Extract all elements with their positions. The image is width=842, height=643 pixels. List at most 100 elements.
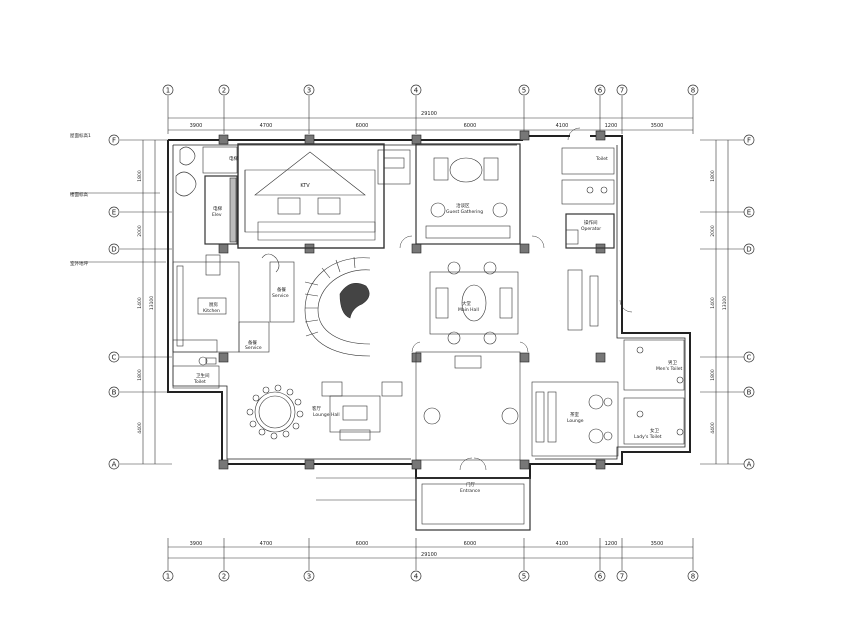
top-axis-labels: 1 2 3 4 5 6 7 8 <box>166 87 695 95</box>
guest-gathering <box>415 143 521 245</box>
axis-label-bottom-4: 4 <box>414 573 419 581</box>
room-label-elevator: 电梯 <box>229 155 238 162</box>
axis-label-top-1: 1 <box>166 87 170 95</box>
dim-bottom-5: 4100 <box>556 541 569 547</box>
door-swings <box>399 127 633 471</box>
room-label-mens-cn: 男卫 <box>668 360 677 366</box>
room-label-elev-cn: 电梯 <box>213 205 222 212</box>
right-lower-rooms <box>531 339 685 457</box>
dim-right-3: 1400 <box>710 297 716 309</box>
top-axis-grid <box>167 96 694 134</box>
main-hall <box>429 261 599 345</box>
bottom-axis-labels: 1 2 3 4 5 6 7 8 <box>166 573 695 581</box>
room-label-operator-en: Operator <box>581 226 601 232</box>
dim-left-total: 13100 <box>149 296 155 310</box>
right-axis-grid <box>700 139 744 465</box>
dim-right-4: 1800 <box>710 369 716 381</box>
dim-left-4: 1800 <box>137 369 143 381</box>
room-label-lounge-en: Lounge Hall <box>313 412 340 418</box>
axis-label-bottom-7: 7 <box>620 573 624 581</box>
dim-top-7: 3500 <box>651 123 664 129</box>
dim-bottom-3: 6000 <box>356 541 369 547</box>
inner-wall-outline <box>172 144 686 460</box>
axis-label-left-F: F <box>112 137 116 145</box>
room-label-mens-en: Men's Toilet <box>656 366 683 372</box>
left-axis-bubbles <box>108 134 120 470</box>
room-label-service-en: Service <box>272 293 289 299</box>
room-label-guest-cn: 洽谈区 <box>456 202 470 209</box>
right-axis-labels: F E D C B A <box>746 137 751 469</box>
axis-label-left-B: B <box>112 389 117 397</box>
axis-label-top-8: 8 <box>691 87 695 95</box>
axis-label-left-D: D <box>111 246 116 254</box>
room-label-elev-en: Elev <box>212 212 222 218</box>
room-label-service2-en: Service <box>245 345 262 351</box>
room-label-entrance-cn: 门厅 <box>466 481 475 488</box>
axis-label-top-7: 7 <box>620 87 624 95</box>
axis-label-top-3: 3 <box>307 87 311 95</box>
left-side-notes: 屋面标高1 楼面标高 室外地坪 <box>70 132 91 267</box>
room-label-entrance-en: Entrance <box>460 488 480 494</box>
dim-top-4: 6000 <box>464 123 477 129</box>
dim-bottom-1: 3900 <box>190 541 203 547</box>
room-label-kitchen-en: Kitchen <box>203 308 220 314</box>
axis-label-left-A: A <box>112 461 117 469</box>
dim-left-3: 1400 <box>137 297 143 309</box>
axis-label-right-E: E <box>747 209 751 217</box>
kitchen <box>172 261 240 353</box>
dim-right-1: 1800 <box>710 170 716 182</box>
left-axis-grid <box>70 139 172 465</box>
room-label-operator-cn: 操作间 <box>584 219 598 226</box>
room-label-toilet-top: Toilet <box>595 156 608 162</box>
room-label-lounge-cn: 客厅 <box>312 405 321 412</box>
right-dimension-text: 1800 2000 1400 1800 4400 13100 <box>710 170 728 434</box>
dim-left-5: 4400 <box>137 422 143 434</box>
dim-left-1: 1800 <box>137 170 143 182</box>
left-axis-labels: F E D C B A <box>111 137 116 469</box>
side-note-1: 屋面标高1 <box>70 132 91 139</box>
left-service-cores <box>175 146 238 276</box>
room-label-ladies-cn: 女卫 <box>650 427 659 434</box>
dim-top-total: 29100 <box>421 111 437 117</box>
axis-label-right-B: B <box>747 389 752 397</box>
axis-label-right-F: F <box>747 137 751 145</box>
dim-bottom-total: 29100 <box>421 552 437 558</box>
axis-label-bottom-1: 1 <box>166 573 170 581</box>
right-upper-rooms <box>561 147 615 249</box>
room-label-toilet-cn: 卫生间 <box>196 372 210 379</box>
room-label-toilet-en: Toilet <box>193 379 206 385</box>
axis-label-top-5: 5 <box>522 87 526 95</box>
lounge-hall <box>246 381 403 441</box>
right-axis-bubbles <box>743 134 755 470</box>
dim-bottom-7: 3500 <box>651 541 664 547</box>
left-dimension-text: 1800 2000 1400 1800 4400 13100 <box>137 170 155 434</box>
bottom-dimension-text: 3900 4700 6000 6000 4100 1200 3500 29100 <box>190 541 664 558</box>
axis-label-bottom-8: 8 <box>691 573 695 581</box>
axis-label-right-C: C <box>747 354 752 362</box>
axis-label-right-D: D <box>746 246 751 254</box>
axis-label-left-C: C <box>112 354 117 362</box>
dim-bottom-2: 4700 <box>260 541 273 547</box>
dim-right-5: 4400 <box>710 422 716 434</box>
axis-label-right-A: A <box>747 461 752 469</box>
axis-label-bottom-3: 3 <box>307 573 311 581</box>
exterior-walls <box>167 135 691 479</box>
room-label-lounge2-cn: 茶室 <box>570 411 579 418</box>
ktv-room <box>237 143 411 249</box>
room-label-kitchen-cn: 厨房 <box>209 301 218 308</box>
dim-top-6: 1200 <box>605 123 618 129</box>
axis-label-left-E: E <box>112 209 116 217</box>
bottom-axis-bubbles <box>162 570 699 582</box>
dim-right-2: 2000 <box>710 225 716 237</box>
axis-label-bottom-6: 6 <box>598 573 603 581</box>
axis-label-top-2: 2 <box>222 87 226 95</box>
room-label-main-hall-cn: 大堂 <box>462 300 471 307</box>
room-label-lounge2-en: Lounge <box>567 418 584 424</box>
dim-bottom-4: 6000 <box>464 541 477 547</box>
service-area <box>238 253 295 353</box>
room-label-guest-en: Guest Gathering <box>446 209 483 215</box>
room-label-service-cn: 备餐 <box>277 286 286 293</box>
side-note-3: 室外地坪 <box>70 260 88 267</box>
room-label-main-hall-en: Main Hall <box>458 307 479 313</box>
